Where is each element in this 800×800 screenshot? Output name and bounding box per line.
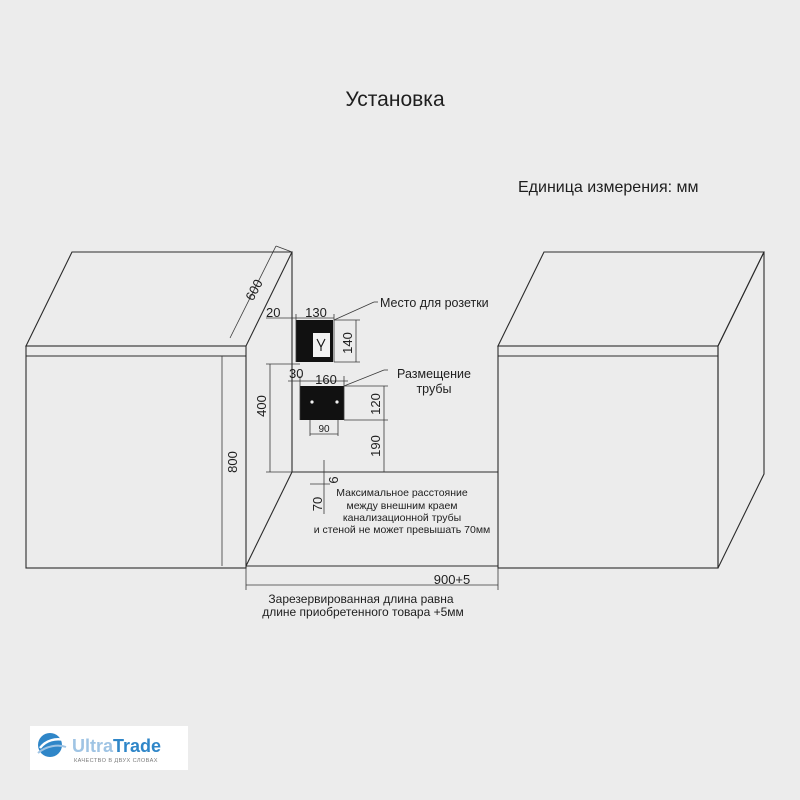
pipe-callout-line1: Размещение	[397, 367, 471, 381]
drain-note-line2: между внешним краем	[346, 500, 457, 512]
dim-pipe-width: 160	[315, 372, 337, 387]
dim-pipe-inner: 90	[318, 424, 330, 435]
dim-socket-width: 130	[305, 305, 327, 320]
reserved-length-dimension	[245, 568, 499, 590]
reserve-note-line2: длине приобретенного товара +5мм	[262, 605, 464, 619]
depth-dimension-line	[229, 245, 293, 339]
logo-word-ultra: Ultra	[72, 736, 114, 756]
pipe-level-dimension	[266, 363, 300, 473]
ultratrade-logo: UltraTrade КАЧЕСТВО В ДВУХ СЛОВАХ	[30, 726, 188, 770]
reserve-note-line1: Зарезервированная длина равна	[268, 592, 454, 606]
dim-pipe-height: 120	[368, 393, 383, 415]
niche-floor	[245, 471, 498, 567]
dim-gap-max: 70	[310, 497, 325, 511]
logo-tagline: КАЧЕСТВО В ДВУХ СЛОВАХ	[74, 758, 158, 764]
dim-reserved-length: 900+5	[434, 572, 471, 587]
dim-pipe-offset: 30	[289, 366, 303, 381]
socket-dimensions	[266, 301, 378, 363]
drain-note-line1: Максимальное расстояние	[336, 487, 468, 499]
dim-pipe-floor: 190	[368, 435, 383, 457]
dim-depth-600: 600	[242, 277, 265, 303]
drain-note-line4: и стеной не может превышать 70мм	[314, 524, 491, 536]
logo-word-trade: Trade	[113, 736, 161, 756]
logo-globe-icon	[37, 733, 67, 757]
gap-dimension-lines	[310, 460, 330, 514]
pipe-callout-line2: трубы	[416, 382, 451, 396]
dim-height-800: 800	[225, 451, 240, 473]
right-cabinet	[497, 251, 765, 569]
unit-label: Единица измерения: мм	[518, 179, 699, 196]
dim-pipe-level: 400	[254, 395, 269, 417]
dim-socket-offset: 20	[266, 305, 280, 320]
dim-socket-height: 140	[340, 332, 355, 354]
drain-note-line3: канализационной трубы	[343, 512, 461, 524]
dim-gap-small: 6	[326, 476, 341, 483]
socket-callout: Место для розетки	[380, 296, 489, 310]
logo-wordmark: UltraTrade	[72, 736, 161, 756]
diagram-title: Установка	[345, 88, 445, 111]
pipe-box	[300, 386, 344, 420]
pipe-dimensions	[288, 369, 388, 472]
socket-box	[296, 320, 333, 362]
